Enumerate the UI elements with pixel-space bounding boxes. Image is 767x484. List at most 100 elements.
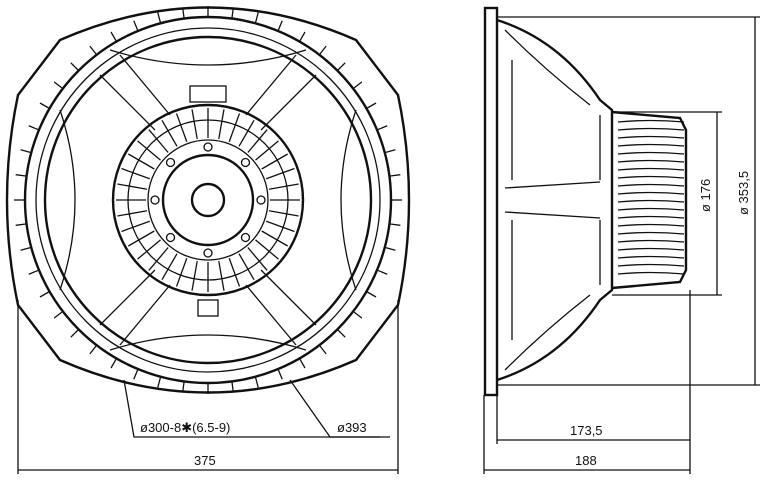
fin bbox=[268, 210, 299, 217]
frame-outline bbox=[5, 6, 411, 394]
fin bbox=[128, 230, 155, 247]
side-fin bbox=[617, 167, 685, 171]
notch bbox=[299, 359, 306, 369]
notch bbox=[377, 125, 388, 131]
notch bbox=[20, 149, 31, 154]
notch bbox=[133, 369, 139, 380]
notch bbox=[133, 20, 139, 31]
fin bbox=[261, 153, 288, 170]
bolt-hole bbox=[203, 142, 213, 152]
bolt-hole bbox=[240, 232, 251, 243]
fin bbox=[238, 253, 255, 280]
notch bbox=[28, 125, 39, 131]
frame-notches bbox=[14, 6, 402, 394]
mounting-flange bbox=[483, 6, 499, 397]
inner-rim bbox=[43, 35, 373, 365]
side-fin bbox=[617, 127, 685, 131]
bolt-hole bbox=[150, 195, 160, 205]
basket-ribs bbox=[504, 29, 601, 371]
bolt-hole bbox=[256, 195, 266, 205]
bolt-hole bbox=[165, 232, 176, 243]
notch bbox=[254, 377, 259, 388]
side-fin bbox=[617, 215, 685, 219]
fin bbox=[137, 239, 161, 260]
front-view bbox=[5, 6, 411, 394]
notch bbox=[20, 246, 31, 251]
notch bbox=[337, 62, 346, 71]
side-fin bbox=[617, 151, 685, 155]
fin bbox=[266, 220, 295, 233]
fin bbox=[255, 140, 279, 161]
fin bbox=[261, 230, 288, 247]
side-fin bbox=[617, 175, 685, 179]
notch bbox=[53, 81, 63, 89]
notch bbox=[39, 102, 49, 109]
side-fin bbox=[617, 199, 685, 203]
terminal-top bbox=[189, 85, 227, 103]
fin bbox=[191, 109, 198, 140]
side-fin bbox=[617, 247, 685, 251]
mounting-holes-label: ø300-8✱(6.5-9) bbox=[140, 420, 230, 435]
depth-dim-lines bbox=[483, 290, 691, 474]
fin bbox=[148, 247, 169, 271]
side-fin bbox=[617, 223, 685, 227]
fin bbox=[161, 120, 178, 147]
basket-spokes bbox=[99, 54, 317, 346]
basket-profile bbox=[496, 18, 614, 382]
side-fin bbox=[617, 207, 685, 211]
notch bbox=[53, 311, 63, 319]
notch bbox=[319, 345, 327, 355]
side-view bbox=[483, 6, 688, 397]
fin bbox=[117, 210, 148, 217]
magnet-assembly bbox=[611, 110, 688, 290]
center-spoke bbox=[504, 181, 601, 219]
bolt-hole bbox=[240, 157, 251, 168]
notch bbox=[367, 291, 377, 298]
fin bbox=[121, 167, 150, 180]
pole-piece bbox=[161, 153, 255, 247]
fin bbox=[255, 239, 279, 260]
width-label: 375 bbox=[194, 453, 216, 468]
side-fin bbox=[617, 143, 685, 147]
side-fin bbox=[617, 239, 685, 243]
fin bbox=[121, 220, 150, 233]
bolt-hole bbox=[165, 157, 176, 168]
fin bbox=[128, 153, 155, 170]
fin bbox=[238, 120, 255, 147]
bolt-hole bbox=[203, 248, 213, 258]
notch bbox=[70, 329, 79, 338]
notch bbox=[367, 102, 377, 109]
notch bbox=[15, 223, 26, 226]
notch bbox=[28, 269, 39, 275]
notch bbox=[353, 311, 363, 319]
notch bbox=[110, 31, 117, 41]
notch bbox=[70, 62, 79, 71]
depth-label: 173,5 bbox=[570, 423, 603, 438]
notch bbox=[182, 7, 185, 18]
outer-diameter-label: ø393 bbox=[337, 420, 367, 435]
terminal-bottom bbox=[197, 299, 219, 317]
fin bbox=[191, 260, 198, 291]
side-fin bbox=[617, 231, 685, 235]
magnet-bolt-holes bbox=[150, 142, 266, 258]
baffle-diameter-label: ø 353,5 bbox=[736, 171, 751, 215]
notch bbox=[390, 223, 401, 226]
side-fin bbox=[617, 263, 685, 267]
mounting-dim-leader bbox=[123, 379, 380, 438]
cooling-fins bbox=[116, 108, 300, 292]
fin bbox=[148, 129, 169, 153]
basket-windows bbox=[59, 49, 357, 351]
vent-hole bbox=[190, 182, 226, 218]
notch bbox=[277, 369, 283, 380]
notch bbox=[337, 329, 346, 338]
magnet-side-fins bbox=[617, 119, 685, 275]
magnet-plate bbox=[147, 139, 269, 261]
notch bbox=[254, 12, 259, 23]
side-fin bbox=[617, 119, 685, 123]
fin bbox=[117, 183, 148, 190]
notch bbox=[15, 174, 26, 177]
front-dimensions: ø300-8✱(6.5-9) ø393 375 bbox=[17, 300, 399, 474]
magnet-outer bbox=[111, 103, 305, 297]
notch bbox=[377, 269, 388, 275]
